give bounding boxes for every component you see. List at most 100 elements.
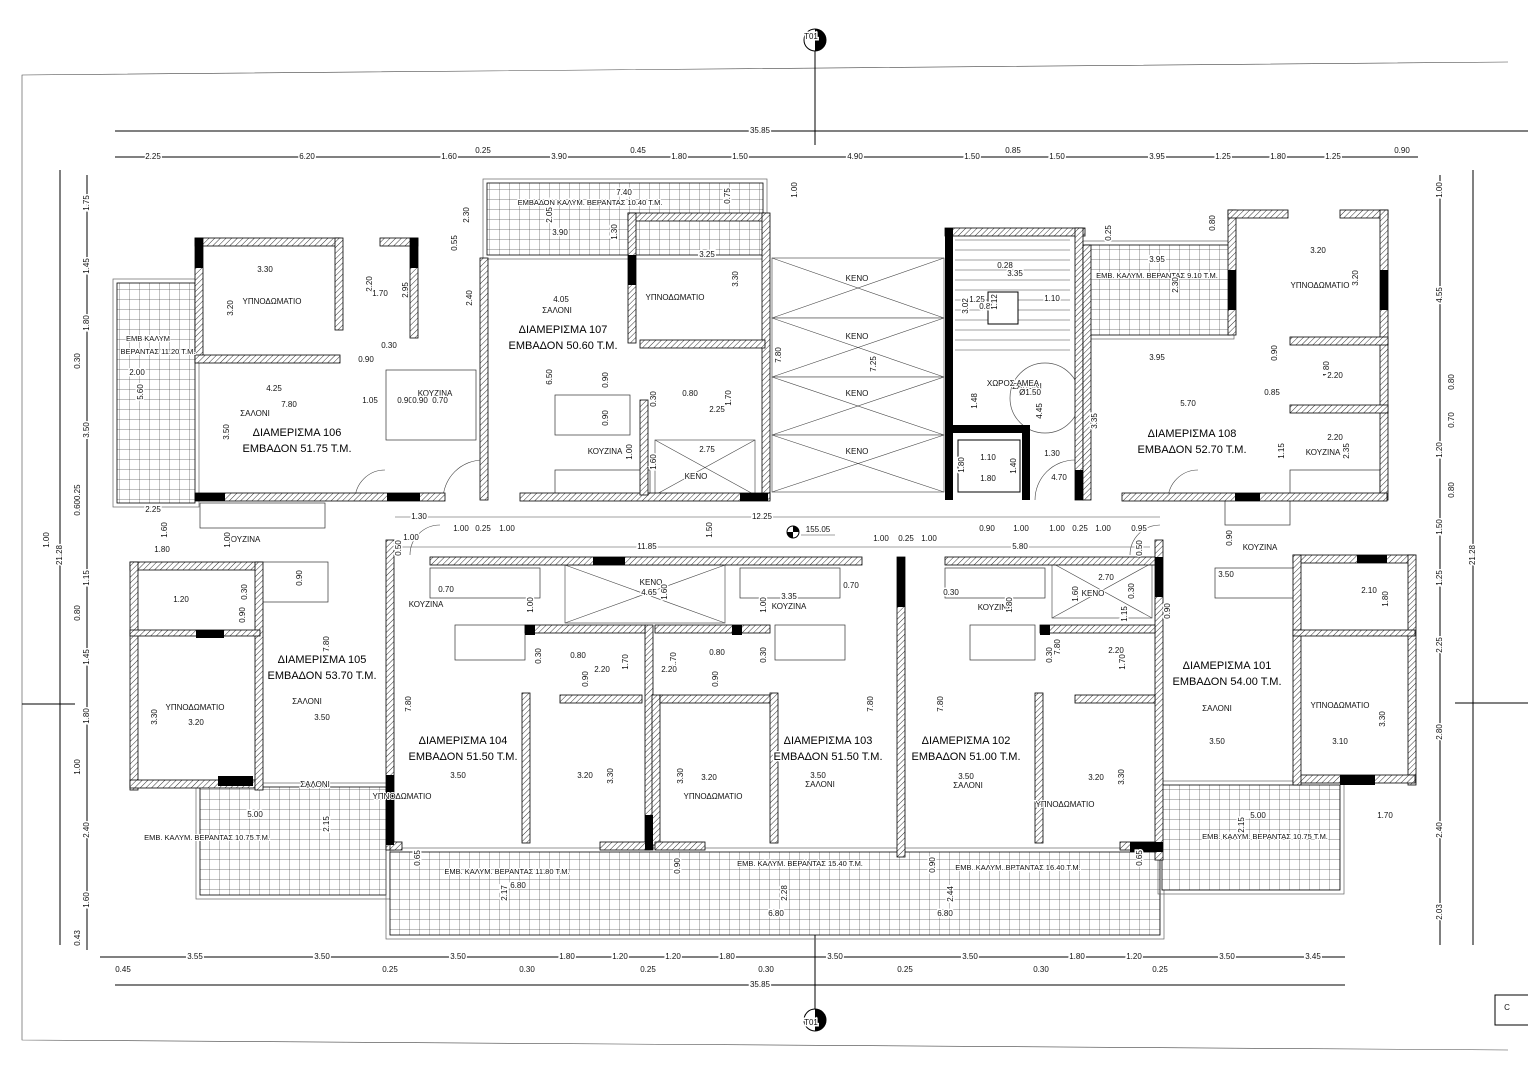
- dimension-value: 0.25: [475, 146, 491, 155]
- overall-depth-right: 21.28: [1468, 544, 1477, 565]
- dimension-value: 0.90: [601, 410, 610, 426]
- wall: [254, 561, 264, 791]
- dimension-value: 3.30: [1117, 769, 1126, 785]
- dimension-value: 0.30: [240, 584, 249, 600]
- dimension-value: 6.80: [937, 909, 953, 918]
- dimension-value: 1.25: [1435, 570, 1444, 586]
- dimension-value: 1.00: [873, 534, 889, 543]
- dimension-value: 3.95: [1149, 152, 1165, 161]
- void-cross: [771, 434, 945, 493]
- dimension-value: 3.50: [450, 952, 466, 961]
- structural-column: [387, 493, 420, 501]
- wall: [1039, 624, 1156, 634]
- dimension-value: 3.35: [781, 592, 797, 601]
- dimension-value: 3.25: [699, 250, 715, 259]
- veranda-tiles: [389, 851, 1161, 936]
- dimension-value: 3.95: [1149, 353, 1165, 362]
- dimension-value: 2.10: [1361, 586, 1377, 595]
- dimension-value: 3.50: [1209, 737, 1225, 746]
- section-marker-label: T01: [804, 1018, 818, 1027]
- dimension-value: 1.20: [612, 952, 628, 961]
- dimension-value: 3.30: [150, 709, 159, 725]
- dimension-value: 0.90: [1163, 603, 1172, 619]
- structural-column: [645, 815, 653, 850]
- dimension-value: 2.20: [365, 276, 374, 292]
- apartment-title: ΔΙΑΜΕΡΙΣΜΑ 103: [784, 735, 873, 747]
- dimension-value: 0.80: [570, 651, 586, 660]
- dimension-value: 3.02: [961, 298, 970, 314]
- door-swing: [1129, 524, 1161, 556]
- overall-width-bottom: 35.85: [750, 980, 771, 989]
- dimension-value: 0.30: [73, 353, 82, 369]
- dimension-value: 1.70: [621, 654, 630, 670]
- dimension-value: 0.90: [601, 372, 610, 388]
- dimension-value: 0.30: [649, 391, 658, 407]
- dimension-value: 1.80: [719, 952, 735, 961]
- elevator-cabin: [957, 439, 1021, 493]
- structural-column: [218, 776, 253, 786]
- dimension-value: 4.25: [266, 384, 282, 393]
- structural-column: [1130, 842, 1163, 852]
- dimension-value: 0.30: [1127, 583, 1136, 599]
- dimension-value: 1.50: [732, 152, 748, 161]
- dimension-value: 1.60: [82, 892, 91, 908]
- wall: [1292, 554, 1302, 786]
- wall: [429, 556, 863, 566]
- dimension-value: 3.30: [606, 768, 615, 784]
- apartment-area: ΕΜΒΑΔΟΝ 53.70 Τ.Μ.: [267, 670, 376, 682]
- dimension-value: 0.30: [519, 965, 535, 974]
- structural-column: [1022, 425, 1030, 500]
- structural-column: [195, 238, 203, 268]
- dimension-value: 6.20: [299, 152, 315, 161]
- dimension-value: 1.60: [660, 584, 669, 600]
- sheet-border: [21, 61, 1509, 1051]
- room-label: ΥΠΝΟΔΩΜΑΤΙΟ: [1290, 281, 1349, 290]
- dimension-value: 0.90: [581, 671, 590, 687]
- dimension-value: 3.50: [1219, 952, 1235, 961]
- verandas-and-voids: [112, 178, 1381, 940]
- dimension-value: 0.25: [1104, 225, 1113, 241]
- room-label: ΥΠΝΟΔΩΜΑΤΙΟ: [683, 792, 742, 801]
- dimension-value: 0.55: [450, 235, 459, 251]
- structural-column: [1235, 493, 1260, 501]
- dimension-value: 1.00: [1049, 524, 1065, 533]
- wall: [1379, 209, 1389, 501]
- dimension-value: 2.20: [661, 665, 677, 674]
- dimension-value: 1.70: [1118, 654, 1127, 670]
- dimension-value: 2.20: [594, 665, 610, 674]
- dimension-value: 6.50: [545, 369, 554, 385]
- dimension-value: 1.15: [82, 570, 91, 586]
- dimension-value: 2.44: [946, 886, 955, 902]
- wall: [654, 624, 771, 634]
- structural-column: [1040, 625, 1050, 635]
- dimension-value: 1.80: [154, 545, 170, 554]
- wall: [769, 692, 779, 844]
- dimension-value: 0.90: [295, 570, 304, 586]
- structural-column: [525, 625, 535, 635]
- room-label: ΣΑΛΟΝΙ: [805, 780, 835, 789]
- dimension-value: 0.90: [1270, 345, 1279, 361]
- dimension-value: 3.20: [1088, 773, 1104, 782]
- dimension-value: 0.50: [1135, 540, 1144, 556]
- wall: [194, 237, 341, 247]
- dimension-value: 0.30: [1033, 965, 1049, 974]
- structural-column: [945, 425, 1030, 433]
- door-swing: [442, 459, 484, 501]
- dimension-value: 1.80: [1381, 591, 1390, 607]
- apartment-area: ΕΜΒΑΔΟΝ 51.75 Τ.Μ.: [242, 443, 351, 455]
- kitchen-counter: [257, 561, 329, 603]
- dimension-value: 1.00: [223, 532, 232, 548]
- dimension-value: 3.20: [577, 771, 593, 780]
- dimension-value: 4.90: [847, 152, 863, 161]
- dimension-value: 0.80: [1208, 215, 1217, 231]
- dimension-value: 1.00: [73, 759, 82, 775]
- dimension-value: 3.50: [810, 771, 826, 780]
- dimension-value: 2.40: [1435, 822, 1444, 838]
- dimension-value: 7.80: [1053, 639, 1062, 655]
- dimension-value: 1.20: [1126, 952, 1142, 961]
- dimension-value: 2.40: [82, 822, 91, 838]
- kitchen-counter: [774, 624, 846, 661]
- dimension-value: 3.30: [731, 271, 740, 287]
- veranda-outline: [112, 278, 200, 508]
